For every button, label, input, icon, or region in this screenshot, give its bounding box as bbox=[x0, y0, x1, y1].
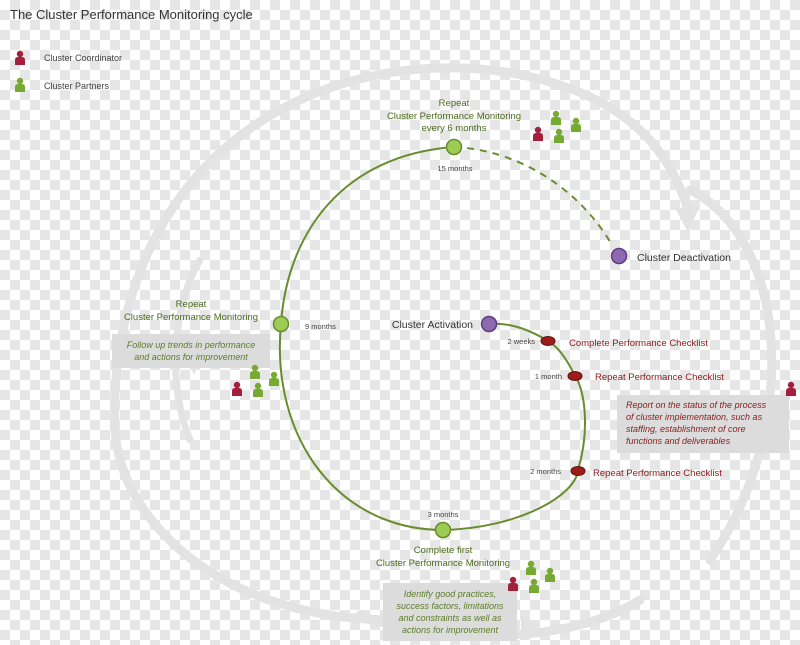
node-bottom bbox=[434, 521, 452, 539]
node-checklist-2 bbox=[567, 371, 583, 381]
checklist-1-label: Complete Performance Checklist bbox=[569, 338, 708, 349]
coordinator-icon-right bbox=[786, 381, 796, 396]
left-time-label: 9 months bbox=[305, 322, 336, 331]
green-nodes bbox=[272, 138, 463, 539]
coordinator-icon bbox=[15, 50, 25, 65]
legend-coordinator-label: Cluster Coordinator bbox=[44, 53, 122, 63]
node-deactivation bbox=[610, 247, 628, 265]
checklist-2-time: 1 month bbox=[535, 372, 562, 381]
node-top bbox=[445, 138, 463, 156]
arrowhead-right-icon bbox=[675, 206, 700, 232]
partner-icon bbox=[545, 567, 555, 582]
right-box-line-4: functions and deliverables bbox=[626, 436, 731, 446]
right-box-bg bbox=[617, 395, 789, 453]
coordinator-icon bbox=[232, 381, 242, 396]
left-box-line-1: Follow up trends in performance bbox=[127, 340, 256, 350]
main-cycle bbox=[278, 146, 613, 531]
top-label-line-2: Cluster Performance Monitoring bbox=[387, 111, 521, 122]
partner-icon bbox=[554, 128, 564, 143]
people-group-top bbox=[533, 110, 581, 143]
right-cycle-arrow bbox=[685, 185, 777, 565]
coordinator-icon bbox=[533, 126, 543, 141]
checklist-3-label: Repeat Performance Checklist bbox=[593, 468, 722, 479]
partner-icon bbox=[253, 382, 263, 397]
activation-label: Cluster Activation bbox=[392, 319, 473, 331]
arc-right-lower bbox=[574, 375, 587, 471]
right-box-line-1: Report on the status of the process bbox=[626, 400, 767, 410]
dashed-to-deactivation bbox=[453, 146, 613, 246]
partner-icon bbox=[571, 117, 581, 132]
node-checklist-3 bbox=[570, 466, 586, 476]
deactivation-label: Cluster Deactivation bbox=[637, 252, 731, 264]
bottom-label-line-1: Complete first bbox=[414, 545, 473, 556]
top-label-line-1: Repeat bbox=[439, 98, 470, 109]
legend-partners-label: Cluster Partners bbox=[44, 81, 110, 91]
checklist-3-time: 2 months bbox=[530, 467, 561, 476]
left-label-line-2: Cluster Performance Monitoring bbox=[124, 312, 258, 323]
bottom-label-line-2: Cluster Performance Monitoring bbox=[376, 558, 510, 569]
arc-left-bottom bbox=[278, 322, 444, 531]
left-label-line-1: Repeat bbox=[176, 299, 207, 310]
partners-icon bbox=[15, 77, 25, 92]
right-info-box: Report on the status of the process of c… bbox=[617, 395, 789, 453]
partner-icon bbox=[269, 371, 279, 386]
checklist-1-time: 2 weeks bbox=[507, 337, 535, 346]
page-title: The Cluster Performance Monitoring cycle bbox=[10, 7, 253, 22]
arc-bottom-right bbox=[442, 469, 579, 531]
top-node-label: Repeat Cluster Performance Monitoring ev… bbox=[387, 98, 521, 173]
left-info-box: Follow up trends in performance and acti… bbox=[112, 334, 270, 368]
bottom-box-line-1: Identify good practices, bbox=[404, 589, 497, 599]
partner-icon bbox=[526, 560, 536, 575]
arc-top-left bbox=[280, 146, 455, 324]
left-node-label: Repeat Cluster Performance Monitoring 9 … bbox=[124, 299, 336, 331]
partner-icon bbox=[529, 578, 539, 593]
people-group-bottom bbox=[508, 560, 555, 593]
bottom-node-label: 3 months Complete first Cluster Performa… bbox=[376, 510, 510, 569]
bottom-info-box: Identify good practices, success factors… bbox=[383, 583, 517, 641]
top-label-line-3: every 6 months bbox=[422, 123, 487, 134]
checklist-2-label: Repeat Performance Checklist bbox=[595, 372, 724, 383]
node-activation bbox=[480, 315, 498, 333]
top-time-label: 15 months bbox=[437, 164, 472, 173]
left-box-bg bbox=[112, 334, 270, 368]
left-box-line-2: and actions for improvement bbox=[134, 352, 248, 362]
left-cycle-arrow bbox=[110, 63, 693, 625]
bottom-box-line-3: and constraints as well as bbox=[398, 613, 502, 623]
checklist-labels: 2 weeks Complete Performance Checklist 1… bbox=[507, 337, 724, 479]
legend: Cluster Coordinator Cluster Partners bbox=[15, 50, 122, 92]
checklist-nodes bbox=[540, 336, 586, 476]
right-box-line-2: of cluster implementation, such as bbox=[626, 412, 763, 422]
bottom-time-label: 3 months bbox=[428, 510, 459, 519]
bottom-box-line-4: actions for improvement bbox=[402, 625, 499, 635]
bottom-box-line-2: success factors, limitations bbox=[396, 601, 504, 611]
node-left bbox=[272, 315, 290, 333]
partner-icon bbox=[551, 110, 561, 125]
people-group-left bbox=[232, 364, 279, 397]
node-checklist-1 bbox=[540, 336, 556, 346]
arrowhead-bottom-icon bbox=[521, 616, 540, 634]
right-box-line-3: staffing, establishment of core bbox=[626, 424, 746, 434]
bottom-box-bg bbox=[383, 583, 517, 641]
coordinator-icon bbox=[508, 576, 518, 591]
